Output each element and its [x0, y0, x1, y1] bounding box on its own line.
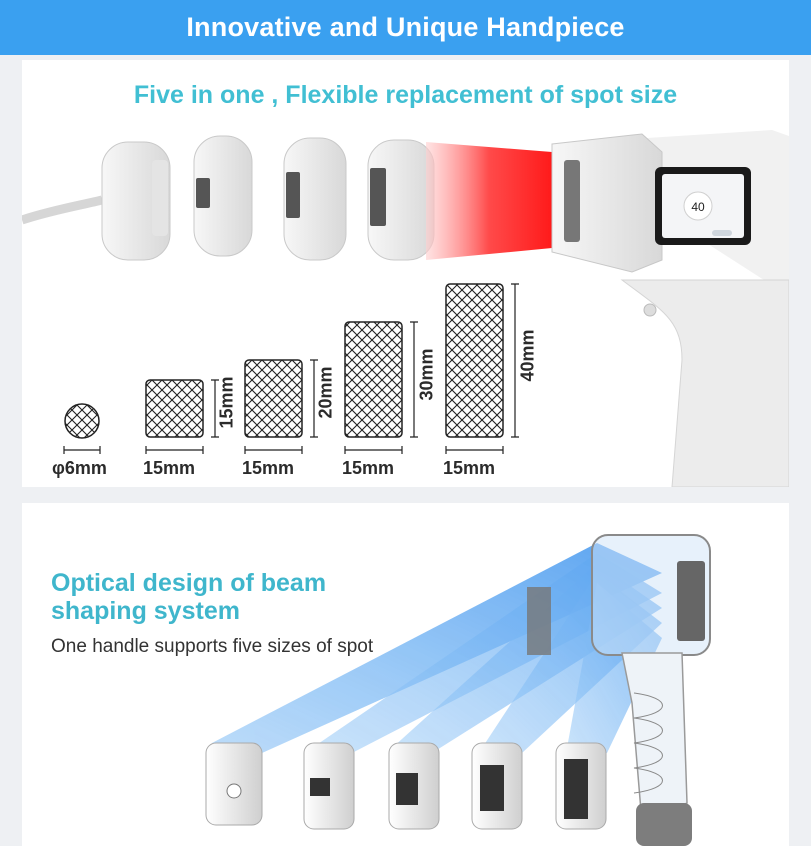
beam-shaping-panel: Optical design of beam shaping system On… — [22, 503, 789, 846]
spot-15x30 — [344, 321, 418, 438]
tip-round-6mm — [205, 742, 263, 826]
spot-4-height-label: 30mm — [416, 348, 437, 401]
spot-tip-2 — [193, 135, 253, 257]
spot-tip-4 — [367, 139, 435, 261]
spot-3-width-label: 15mm — [242, 458, 295, 478]
spot-tip-3 — [283, 137, 347, 261]
section-subtitle: Five in one , Flexible replacement of sp… — [133, 81, 678, 109]
spot-2-height-label: 15mm — [216, 376, 237, 429]
screen-value: 40 — [691, 200, 705, 214]
laser-beam — [426, 142, 552, 260]
beam-shaping-description: One handle supports five sizes of spot — [51, 636, 374, 657]
transparent-handpiece — [527, 534, 711, 846]
handpiece-body: 40 — [551, 130, 789, 487]
spot-15x15 — [145, 379, 219, 438]
spot-6mm — [64, 403, 100, 439]
heading-line-2: shaping system — [51, 597, 240, 625]
tip-15x20 — [388, 742, 440, 830]
width-dimension-lines — [63, 446, 504, 454]
beam-shaping-illustration — [205, 534, 711, 846]
spot-3-height-label: 20mm — [315, 366, 336, 419]
spot-4-width-label: 15mm — [342, 458, 395, 478]
title-banner: Innovative and Unique Handpiece — [0, 0, 811, 55]
beam-shaping-heading: Optical design of beam shaping system — [51, 569, 326, 625]
cable — [22, 195, 104, 225]
heading-line-1: Optical design of beam — [51, 569, 327, 597]
spot-15x40 — [445, 283, 519, 438]
spot-2-width-label: 15mm — [143, 458, 196, 478]
spot-15x20 — [244, 359, 318, 438]
spot-tip-1 — [101, 141, 171, 261]
spot-5-height-label: 40mm — [517, 329, 538, 382]
tip-15x15 — [303, 742, 355, 830]
tip-15x40 — [555, 742, 607, 830]
tip-15x30 — [471, 742, 523, 830]
spot-1-width-label: φ6mm — [52, 458, 107, 478]
spot-size-panel: Five in one , Flexible replacement of sp… — [22, 60, 789, 487]
banner-title: Innovative and Unique Handpiece — [186, 12, 625, 42]
spot-5-width-label: 15mm — [443, 458, 496, 478]
handpiece-illustration: 40 — [22, 130, 789, 487]
